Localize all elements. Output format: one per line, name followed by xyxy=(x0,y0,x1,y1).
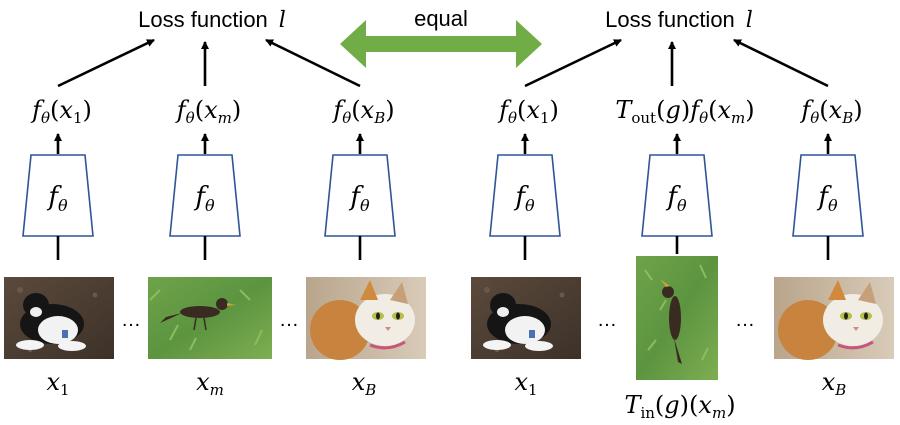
equal-label: equal xyxy=(414,6,468,31)
right-ellipsis-2: … xyxy=(735,309,755,331)
right-encoder-1: fθ xyxy=(489,154,561,237)
right-output-B: fθ(xB) xyxy=(799,96,862,127)
left-arrow-to-loss-1 xyxy=(57,38,155,88)
left-image-bird xyxy=(148,277,272,359)
right-arrow-to-loss-1 xyxy=(524,38,622,88)
left-image-puppy xyxy=(4,277,114,359)
right-image-cat xyxy=(774,277,894,360)
right-image-puppy xyxy=(471,277,581,359)
equal-double-arrow-shape xyxy=(340,20,542,68)
left-ellipsis-1: … xyxy=(121,309,141,331)
left-input-label-1: x1 xyxy=(46,368,69,399)
left-output-B: fθ(xB) xyxy=(331,96,394,127)
right-input-label-B: xB xyxy=(822,368,847,399)
right-ellipsis-1: … xyxy=(597,309,617,331)
left-encoder-B: fθ xyxy=(324,154,396,237)
right-input-label-1: x1 xyxy=(514,368,537,399)
left-output-1: fθ(x1) xyxy=(30,96,92,127)
left-ellipsis-2: … xyxy=(279,309,299,331)
right-group: Loss function l fθ(x1) Tout(g)fθ(xm) fθ(… xyxy=(471,7,894,422)
left-encoder-m: fθ xyxy=(169,154,241,237)
equal-arrow: equal xyxy=(340,6,542,68)
left-group: Loss function l fθ(x1) fθ(xm) fθ(xB) fθ … xyxy=(4,7,426,399)
right-input-label-m: Tin(g)(xm) xyxy=(624,391,735,422)
left-encoder-1: fθ xyxy=(22,154,94,237)
left-input-label-m: xm xyxy=(196,368,224,399)
left-arrow-to-loss-B xyxy=(265,38,361,88)
right-output-m: Tout(g)fθ(xm) xyxy=(615,96,754,127)
right-encoder-B: fθ xyxy=(792,154,864,237)
left-loss-label: Loss function l xyxy=(138,7,286,33)
left-input-label-B: xB xyxy=(352,368,377,399)
right-loss-label: Loss function l xyxy=(605,7,753,33)
right-arrow-to-loss-B xyxy=(733,38,829,88)
right-image-rotated-bird xyxy=(636,256,718,380)
right-encoder-m: fθ xyxy=(641,154,713,237)
left-output-m: fθ(xm) xyxy=(175,96,241,127)
left-image-cat xyxy=(306,277,426,360)
right-output-1: fθ(x1) xyxy=(497,96,559,127)
